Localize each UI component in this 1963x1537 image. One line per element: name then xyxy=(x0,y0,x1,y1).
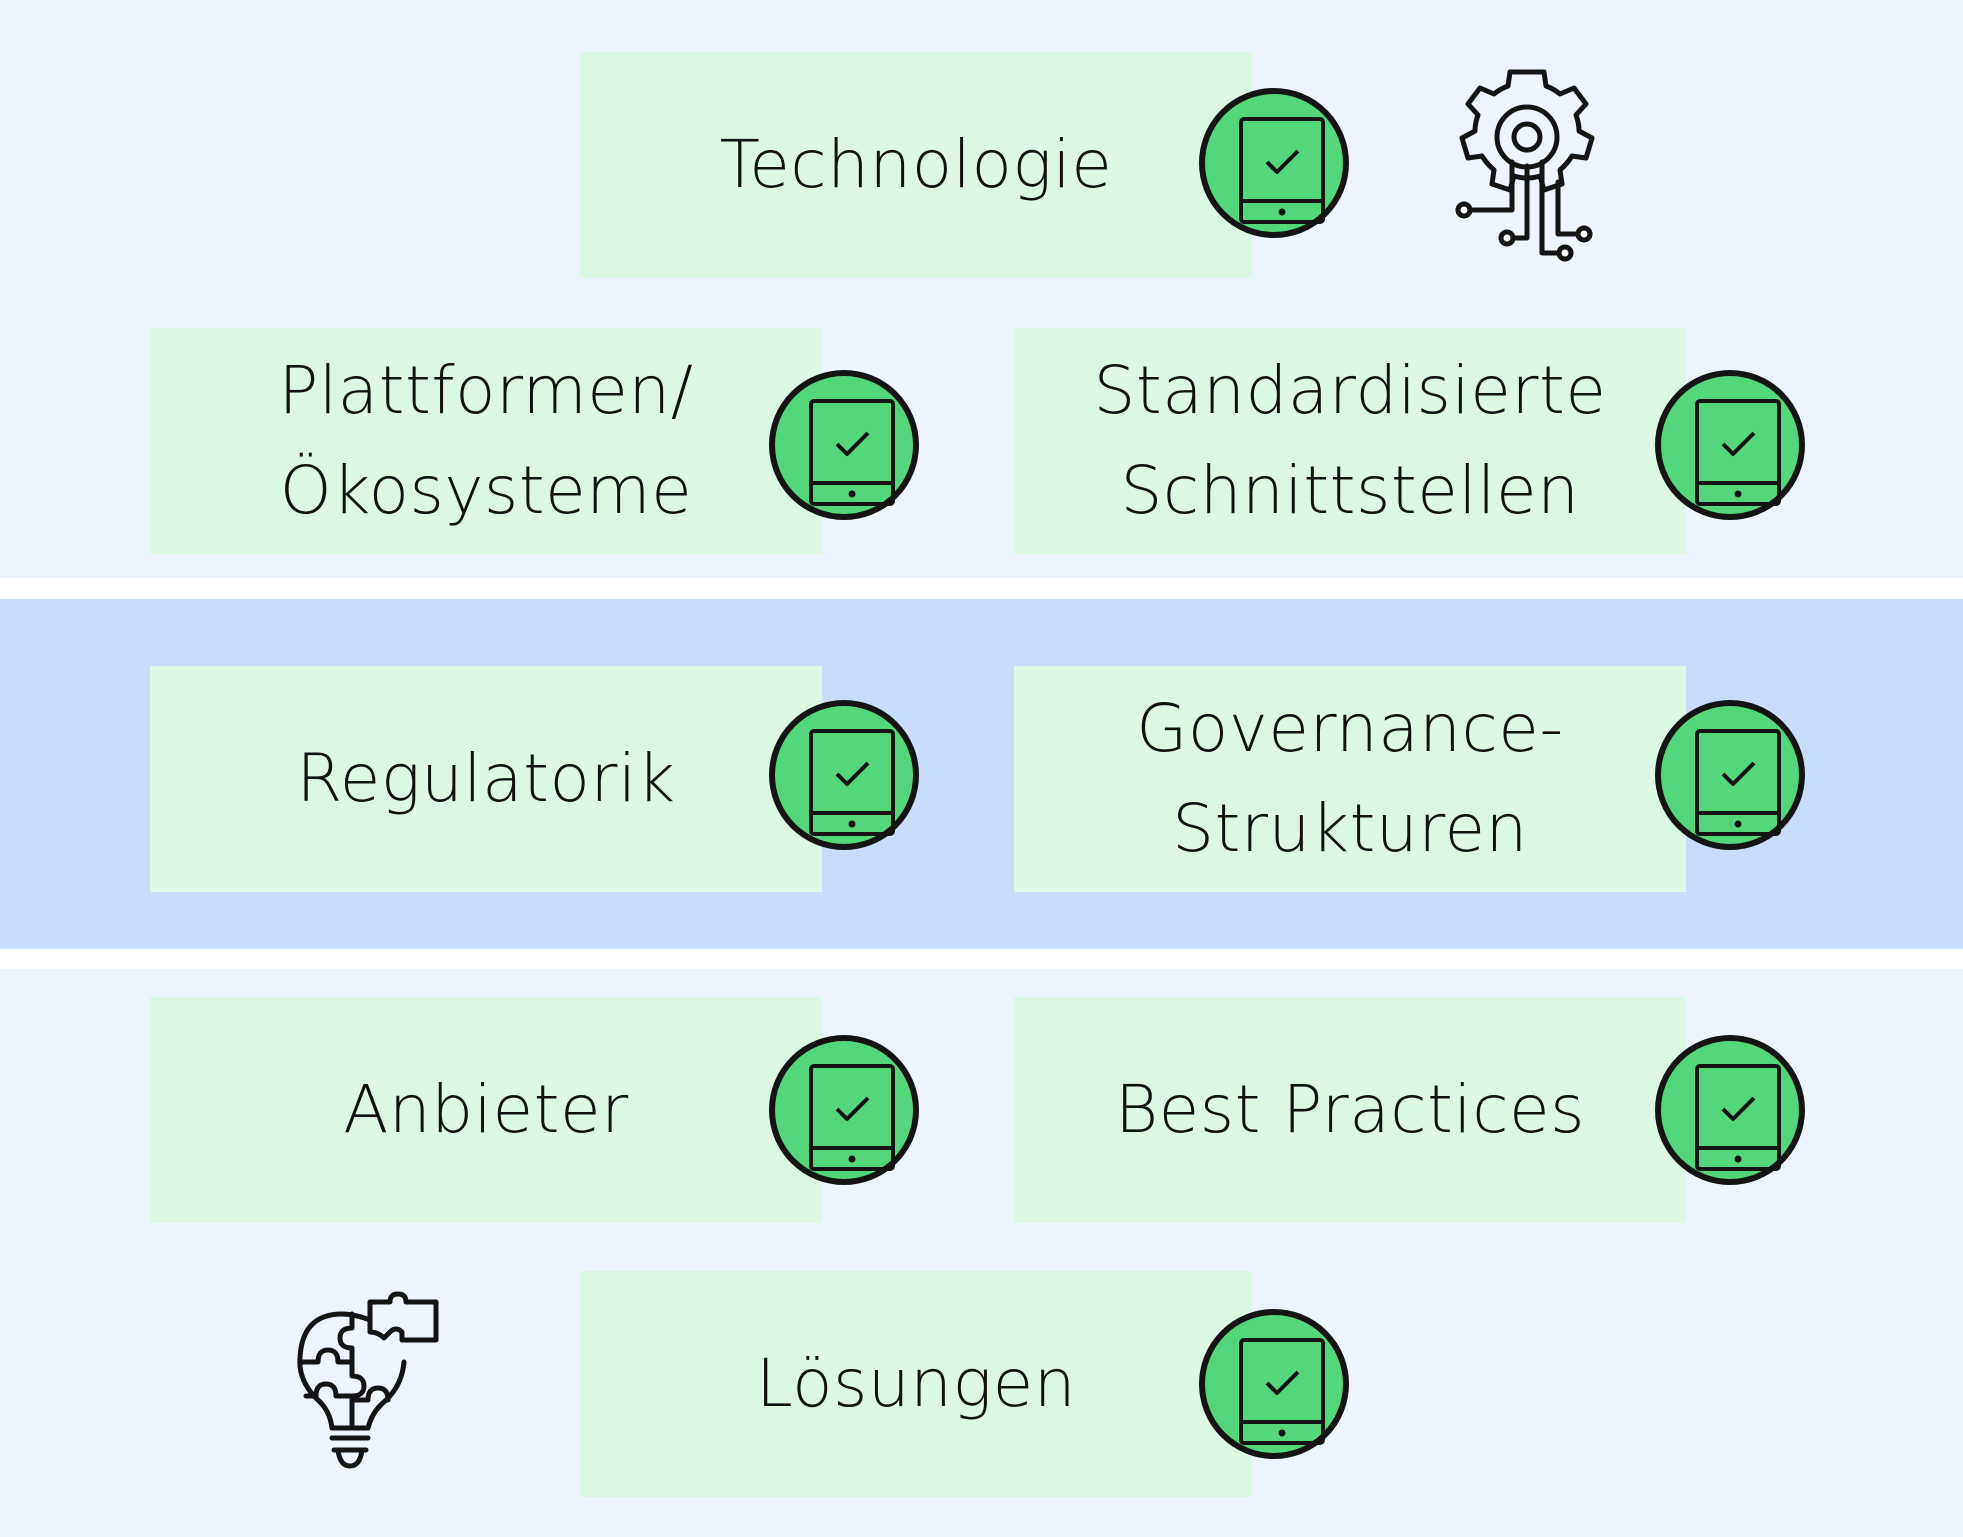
box-interfaces-label: Standardisierte Schnittstellen xyxy=(1014,328,1686,554)
box-platforms-label: Plattformen/ Ökosysteme xyxy=(150,328,822,554)
box-platforms-line2: Ökosysteme xyxy=(279,452,693,529)
box-solutions: Lösungen xyxy=(580,1271,1252,1497)
tablet-checkmark-icon xyxy=(769,1035,919,1185)
tablet-checkmark-icon xyxy=(1655,700,1805,850)
tablet-checkmark-icon xyxy=(1655,1035,1805,1185)
box-interfaces-line1: Standardisierte xyxy=(1093,352,1607,429)
box-platforms-line1: Plattformen/ xyxy=(278,352,694,429)
box-regulation: Regulatorik xyxy=(150,666,822,892)
box-governance-label: Governance- Strukturen xyxy=(1014,666,1686,892)
box-technology: Technologie xyxy=(580,52,1252,278)
box-solutions-label: Lösungen xyxy=(755,1345,1077,1422)
tablet-checkmark-icon xyxy=(769,700,919,850)
box-interfaces: Standardisierte Schnittstellen xyxy=(1014,328,1686,554)
box-technology-label: Technologie xyxy=(719,126,1113,203)
box-regulation-label: Regulatorik xyxy=(296,740,676,817)
box-governance-line2: Strukturen xyxy=(1172,790,1528,867)
gear-circuit-icon xyxy=(1455,69,1595,262)
lightbulb-puzzle-icon xyxy=(297,1291,439,1469)
box-governance: Governance- Strukturen xyxy=(1014,666,1686,892)
box-platforms: Plattformen/ Ökosysteme xyxy=(150,328,822,554)
box-providers-label: Anbieter xyxy=(343,1071,629,1148)
box-interfaces-line2: Schnittstellen xyxy=(1120,452,1580,529)
tablet-checkmark-icon xyxy=(1199,1309,1349,1459)
box-governance-line1: Governance- xyxy=(1136,690,1564,767)
tablet-checkmark-icon xyxy=(1655,370,1805,520)
box-best-practices: Best Practices xyxy=(1014,997,1686,1223)
box-best-practices-label: Best Practices xyxy=(1114,1071,1586,1148)
box-providers: Anbieter xyxy=(150,997,822,1223)
tablet-checkmark-icon xyxy=(1199,88,1349,238)
tablet-checkmark-icon xyxy=(769,370,919,520)
